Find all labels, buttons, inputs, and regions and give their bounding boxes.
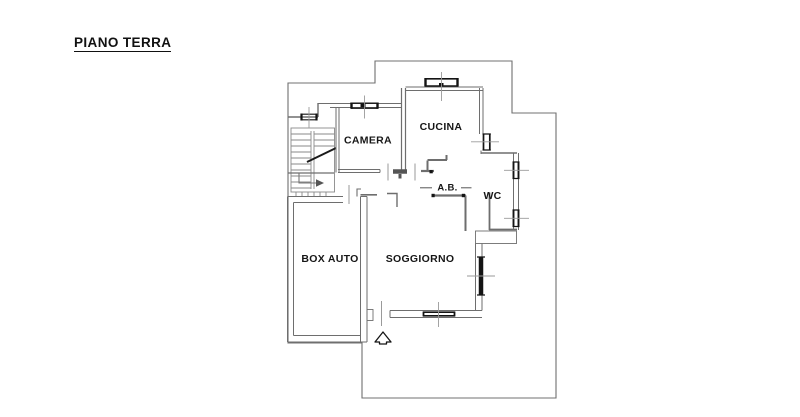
plan-title: PIANO TERRA — [74, 35, 172, 52]
windows — [300, 72, 529, 327]
room-label-cucina: CUCINA — [420, 121, 463, 133]
wc-window-lower-icon — [504, 209, 529, 228]
door-ticks — [348, 163, 416, 326]
outer-boundary — [287, 60, 557, 399]
landing-window-icon — [300, 107, 318, 128]
door-hinge-nubs — [429, 170, 465, 198]
room-label-camera: CAMERA — [344, 135, 392, 147]
staircase-symbol — [290, 127, 337, 197]
room-label-box-auto: BOX AUTO — [301, 253, 358, 265]
cucina-window-icon — [424, 72, 459, 101]
cucina-side-window-icon — [471, 133, 499, 151]
walls — [287, 86, 519, 343]
camera-window-icon — [350, 95, 379, 119]
entrance-arrow-icon — [374, 331, 392, 345]
stair-break-line — [306, 147, 337, 163]
wc-window-upper-icon — [504, 161, 529, 180]
soggiorno-side-window-icon — [467, 256, 495, 296]
soggiorno-bottom-window-icon — [422, 302, 456, 327]
room-label-wc: WC — [483, 190, 501, 202]
box-auto-walls — [287, 188, 374, 343]
room-label-anti-bagno: A.B. — [437, 183, 457, 194]
stair-direction-arrow-icon — [316, 179, 324, 187]
room-labels: CAMERA CUCINA A.B. WC BOX AUTO SOGGIORNO — [301, 121, 501, 265]
room-label-soggiorno: SOGGIORNO — [386, 253, 455, 265]
